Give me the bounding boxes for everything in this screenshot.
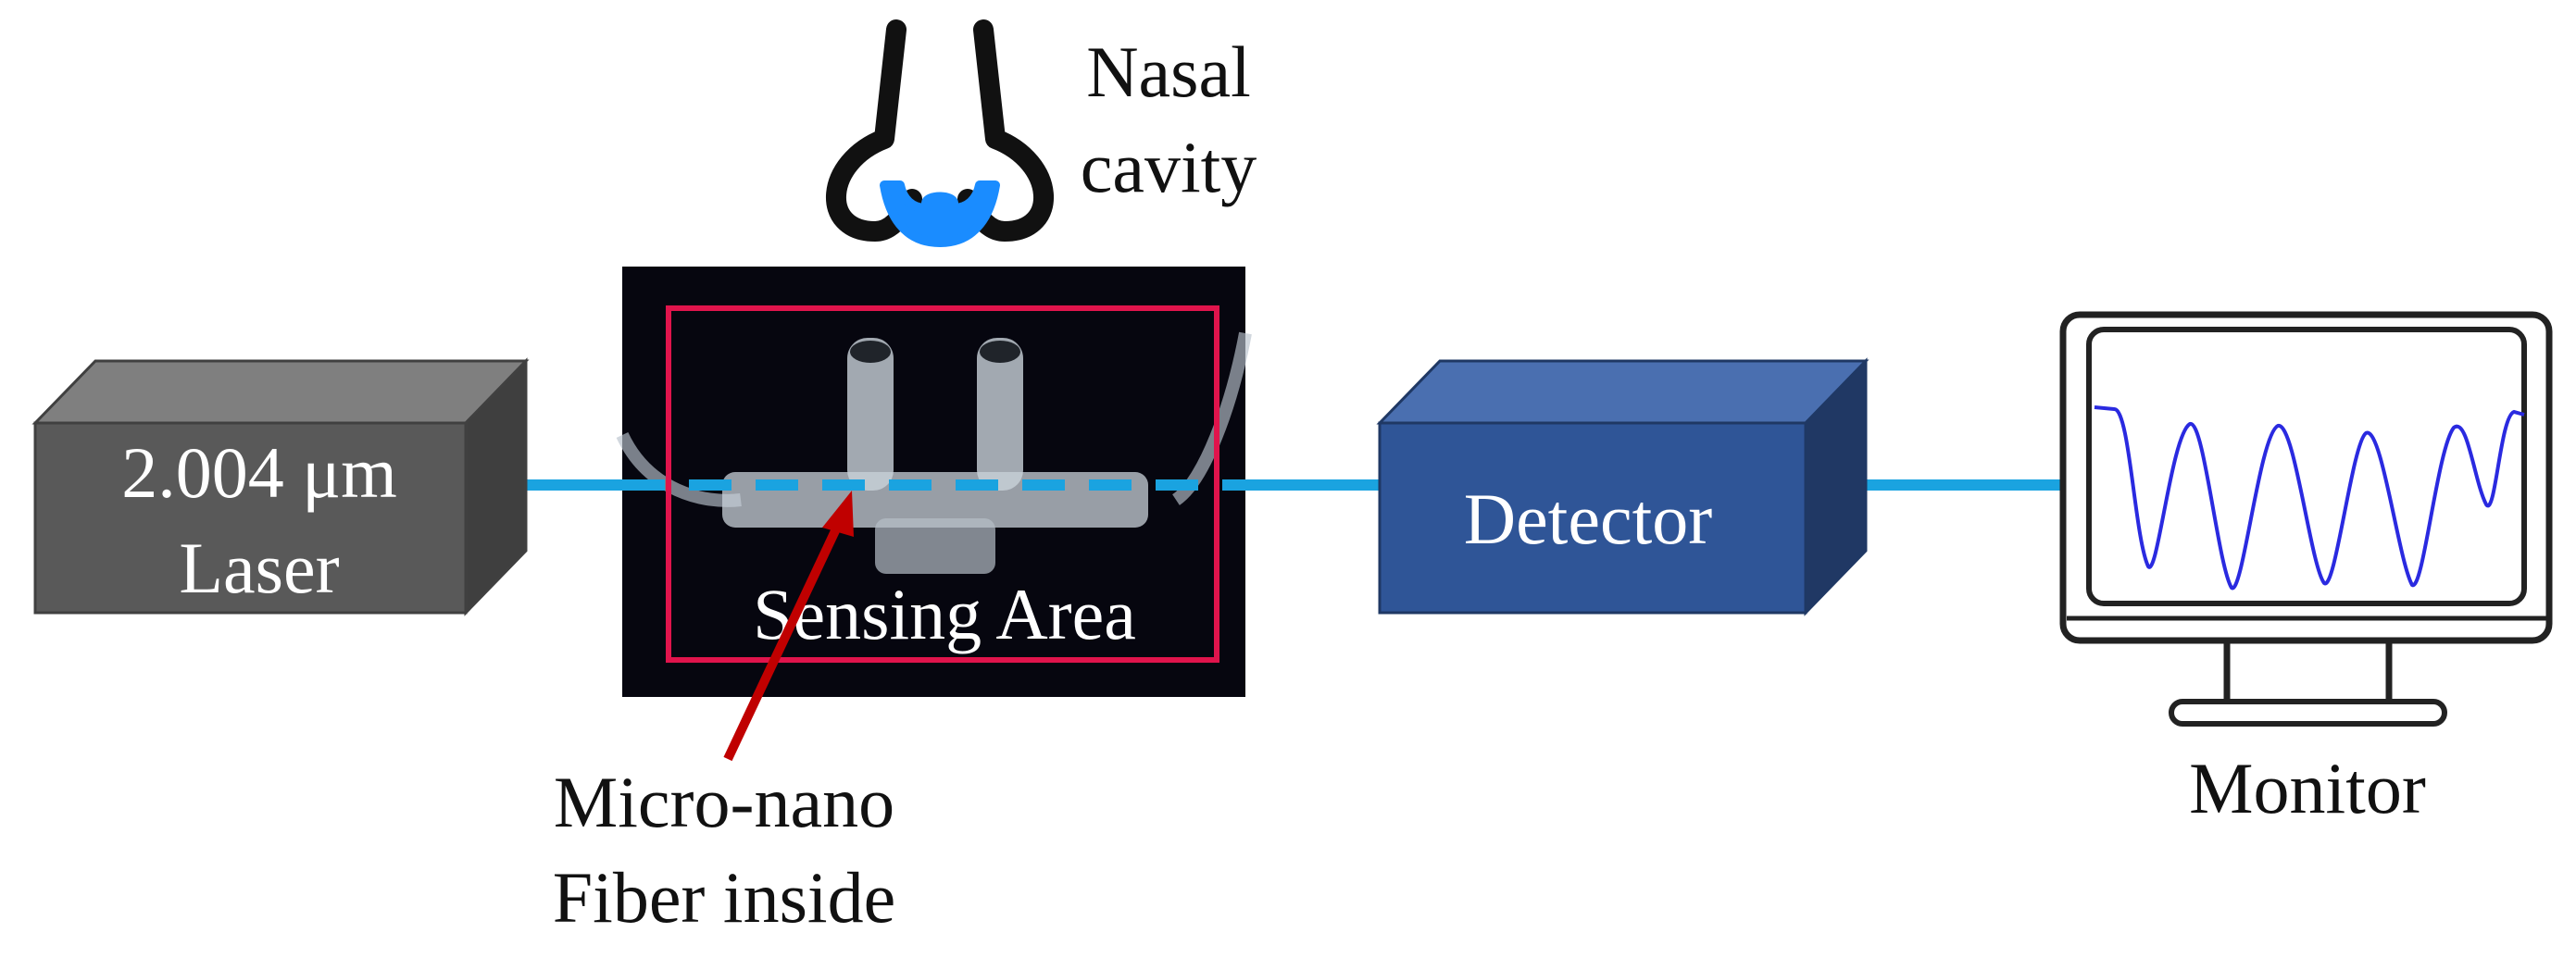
detector-box-front (1378, 421, 1807, 615)
monitor-waveform (2094, 405, 2525, 591)
laser-box: 2.004 μm Laser (31, 357, 530, 616)
arrow-shaft (723, 520, 844, 762)
monitor-base (2169, 699, 2447, 727)
monitor-label: Monitor (2189, 748, 2426, 828)
sensing-area-label: Sensing Area (753, 574, 1136, 654)
fiber-label-line1: Micro-nano (554, 762, 894, 842)
nose-nostril (880, 180, 1000, 247)
cannula-prong-left (847, 338, 894, 491)
cannula-tab (875, 518, 995, 574)
nose-icon: Nasal cavity (825, 19, 1257, 247)
fiber-label-line2: Fiber inside (553, 857, 895, 938)
laser-label-line1: 2.004 μm (121, 432, 397, 513)
detector-box-top (1376, 359, 1869, 425)
laser-box-top (31, 359, 530, 425)
nasal-label-line2: cavity (1081, 127, 1257, 207)
fiber-pointer-arrow (723, 491, 854, 762)
arrow-head (822, 491, 854, 537)
nasal-label-line1: Nasal (1086, 31, 1251, 112)
monitor-screen (2086, 327, 2527, 606)
sensing-area-frame (666, 305, 1219, 663)
laser-box-front (33, 421, 468, 615)
prong-right-opening (980, 341, 1020, 363)
laser-label-line2: Laser (179, 528, 339, 608)
cannula-prong-right (977, 338, 1023, 491)
monitor-icon: Monitor (2059, 311, 2553, 828)
detector-label: Detector (1464, 479, 1713, 559)
sensing-area-photo: Sensing Area (616, 267, 1252, 697)
prong-left-opening (850, 341, 891, 363)
detector-box: Detector (1376, 357, 1869, 616)
